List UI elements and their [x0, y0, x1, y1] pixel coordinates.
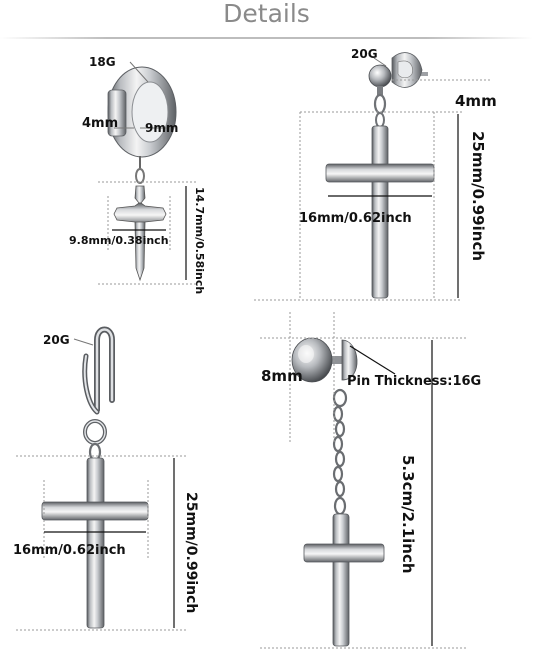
stud-ball — [368, 64, 392, 88]
cross-charm — [41, 457, 149, 629]
item1-hoop-label: 9mm — [145, 121, 178, 135]
item2-width-label: 16mm/0.62inch — [299, 211, 412, 226]
plug-stud — [291, 337, 358, 383]
item1-depth-label: 4mm — [82, 116, 118, 131]
item1-gauge-label: 18G — [89, 55, 116, 69]
earring-stud-cross: 20G 4mm 16mm/0.62inch 25mm/0.99inch — [254, 47, 497, 301]
item3-width-label: 16mm/0.62inch — [13, 543, 126, 558]
title-divider — [0, 37, 533, 39]
item2-ball-label: 4mm — [455, 92, 497, 110]
item1-width-label: 9.8mm/0.38inch — [69, 234, 169, 247]
item3-length-label: 25mm/0.99inch — [183, 492, 199, 613]
huggie-hoop — [107, 66, 177, 158]
earring-plug-chain-cross: 8mm Pin Thickness:16G 5.3cm/2.1inch — [260, 312, 481, 649]
chain — [332, 388, 348, 516]
item4-pin-label: Pin Thickness:16G — [347, 374, 481, 389]
cross-charm — [325, 125, 435, 299]
item1-length-label: 14.7mm/0.58inch — [193, 187, 206, 294]
leverback-hoop — [82, 326, 115, 415]
section-title: Details — [223, 0, 310, 28]
item3-gauge-label: 20G — [43, 333, 70, 347]
item2-length-label: 25mm/0.99inch — [469, 131, 487, 261]
cross-charm — [303, 513, 385, 647]
item2-gauge-label: 20G — [351, 47, 378, 61]
small-cross-charm — [113, 185, 167, 282]
earring-leverback-cross: 20G 16mm/0.62inch 25mm/0.99inch — [13, 326, 199, 631]
item4-length-label: 5.3cm/2.1inch — [399, 455, 417, 574]
stud-back — [391, 52, 428, 88]
item4-plug-label: 8mm — [261, 367, 303, 385]
earring-huggie-cross: 18G 4mm 9mm 9.8mm/0.38inch 14.7mm/0.58in… — [69, 55, 206, 294]
